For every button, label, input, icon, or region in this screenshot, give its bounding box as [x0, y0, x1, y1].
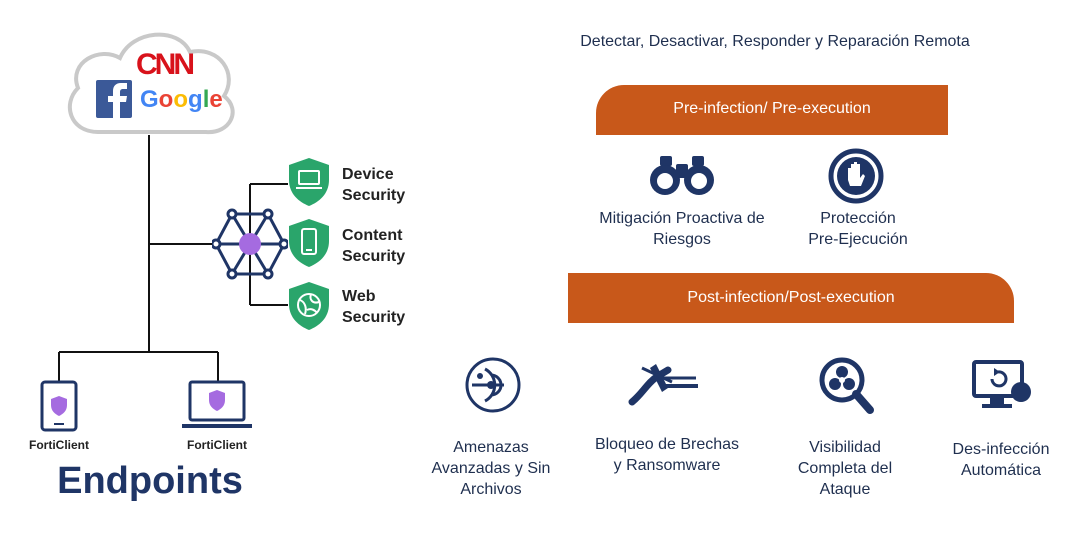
caption-mitigacion: Mitigación Proactiva de Riesgos: [599, 210, 765, 248]
caption-bloqueo: Bloqueo de Brechas y Ransomware: [594, 436, 740, 474]
caption-desinfeccion: Des-infección Automática: [952, 441, 1050, 479]
cut-cable-icon: [628, 364, 698, 406]
content-security-label: Content Security: [342, 227, 406, 265]
network-hub-icon: [212, 208, 288, 280]
hand-stop-icon: [828, 148, 884, 204]
device-security-label: Device Security: [342, 166, 406, 204]
binoculars-icon: [650, 156, 714, 195]
google-letter: l: [202, 86, 210, 113]
cnn-logo: CNN: [136, 48, 195, 81]
mobile-shield-icon: [289, 219, 329, 267]
google-logo: Google: [140, 86, 223, 114]
forticlient-tablet-label: FortiClient: [29, 438, 89, 452]
facebook-logo-icon: [96, 80, 132, 118]
caption-amenazas: Amenazas Avanzadas y Sin Archivos: [431, 439, 551, 498]
caption-proteccion: Protección Pre-Ejecución: [808, 210, 908, 248]
google-letter: o: [158, 86, 174, 113]
header-title: Detectar, Desactivar, Responder y Repara…: [580, 33, 970, 50]
laptop-icon: [182, 380, 252, 428]
pre-infection-band: Pre-infection/ Pre-execution: [596, 85, 948, 135]
google-letter: o: [173, 86, 189, 113]
post-infection-band: Post-infection/Post-execution: [568, 273, 1014, 323]
caption-visibilidad: Visibilidad Completa del Ataque: [797, 439, 893, 498]
tablet-icon: [40, 380, 78, 432]
google-letter: g: [188, 86, 203, 113]
laptop-shield-icon: [289, 158, 329, 206]
monitor-restore-icon: [972, 360, 1031, 408]
radar-icon: [465, 357, 521, 413]
google-letter: e: [209, 86, 223, 113]
web-security-label: Web Security: [342, 288, 406, 326]
forticlient-laptop-label: FortiClient: [187, 438, 247, 452]
google-wordmark: Google: [140, 86, 223, 113]
endpoints-title: Endpoints: [57, 460, 243, 502]
google-letter: G: [140, 86, 159, 113]
biohazard-magnifier-icon: [819, 357, 874, 414]
globe-shield-icon: [289, 282, 329, 330]
